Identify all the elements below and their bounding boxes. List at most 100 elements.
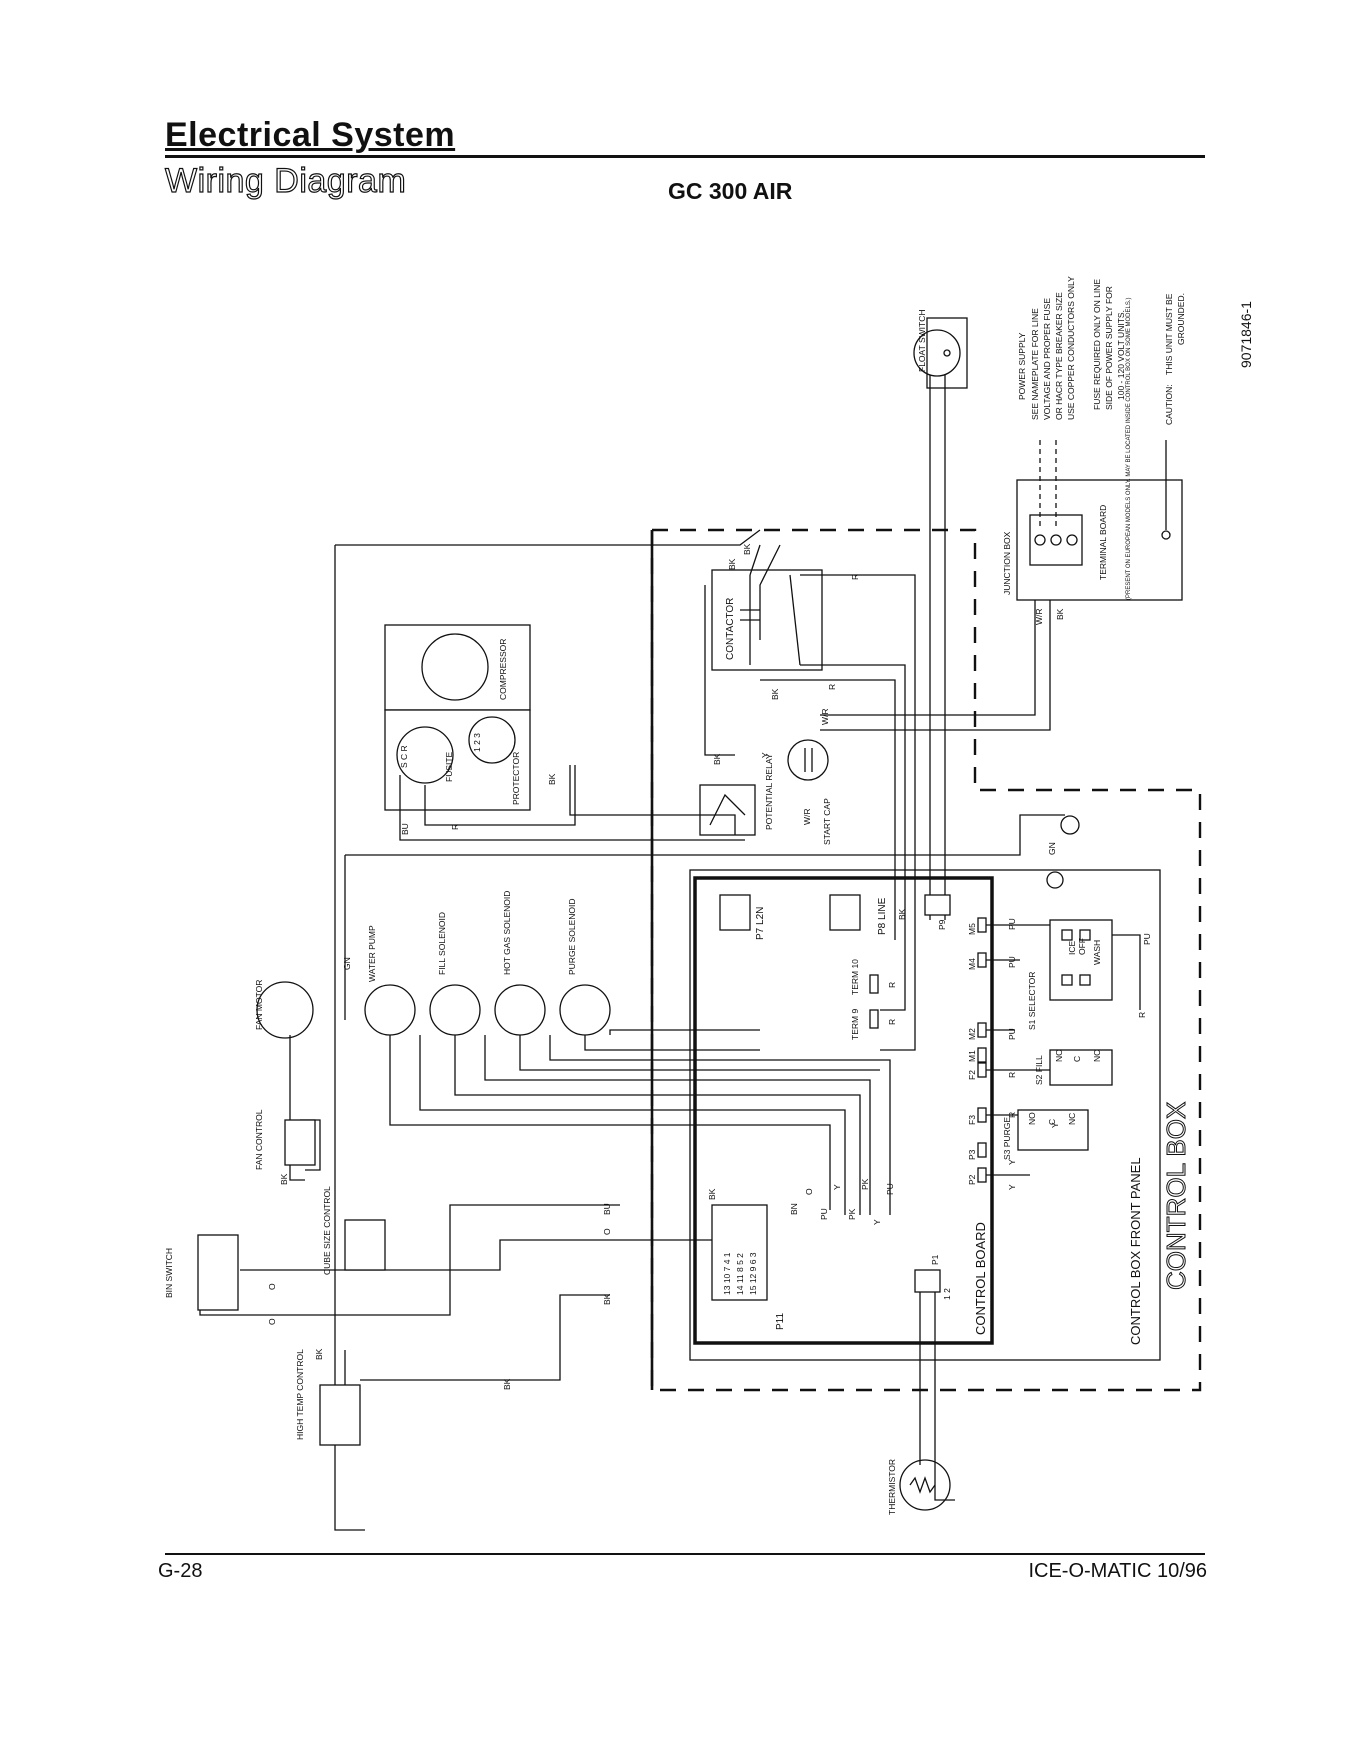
terminal-board-label: TERMINAL BOARD	[1098, 505, 1108, 580]
wire-tag-pk-2: PK	[860, 1178, 870, 1190]
wire-tag-o-4: O	[267, 1318, 277, 1325]
wire-tag-bk-8: BK	[707, 1188, 717, 1200]
p7-label: P7 L2N	[755, 907, 766, 940]
start-cap-label: START CAP	[822, 798, 832, 845]
compressor-block: FUSITE COMPRESSOR PROTECTOR S C R 1 2 3	[384, 624, 531, 811]
wire-tag-bk-10: BK	[502, 1378, 512, 1390]
page-subtitle: Wiring Diagram	[164, 161, 407, 200]
wire-tag-bk-7: BK	[897, 908, 907, 920]
power-supply-title: POWER SUPPLY	[1017, 332, 1027, 400]
wire-tag-bk-2: BK	[742, 543, 752, 555]
power-supply-line-4: USE COPPER CONDUCTORS ONLY	[1066, 276, 1076, 420]
power-supply-line-3: OR HACR TYPE BREAKER SIZE	[1054, 292, 1064, 420]
m2-label: M2	[967, 1028, 977, 1040]
wire-tag-r-5: R	[887, 1019, 897, 1025]
high-temp-control-label: HIGH TEMP CONTROL	[295, 1349, 305, 1440]
control-box-outline	[650, 528, 1202, 1392]
wire-tag-y-5: Y	[832, 1184, 842, 1190]
board-edge-connectors: M5 M4 M2 M1 F2 F3 P3 P2	[967, 917, 987, 1185]
wire-tag-r-2: R	[827, 684, 837, 690]
wire-tag-pu-3: PU	[1007, 1028, 1017, 1040]
wire-tag-y-3: Y	[1007, 1184, 1017, 1190]
s2-c-label: C	[1072, 1056, 1082, 1062]
f3-label: F3	[967, 1115, 977, 1125]
wire-tag-pu-2: PU	[1007, 956, 1017, 968]
p9-connector: P9	[924, 894, 951, 930]
s2-fill-label: S2 FILL	[1034, 1055, 1044, 1085]
fill-solenoid-label: FILL SOLENOID	[437, 912, 447, 975]
bin-switch: BIN SWITCH	[164, 1234, 239, 1311]
purge-solenoid-label: PURGE SOLENOID	[567, 898, 577, 975]
term9-label: TERM 9	[850, 1009, 860, 1040]
fan-control-label: FAN CONTROL	[254, 1109, 264, 1170]
control-board-label: CONTROL BOARD	[973, 1222, 988, 1335]
wire-tag-y-6: Y	[872, 1219, 882, 1225]
m4-label: M4	[967, 958, 977, 970]
m5-label: M5	[967, 923, 977, 935]
terminal-board-note: (PRESENT ON EUROPEAN MODELS ONLY. MAY BE…	[1126, 297, 1132, 600]
control-box-front-panel-label: CONTROL BOX FRONT PANEL	[1128, 1157, 1143, 1345]
footer-brand: ICE-O-MATIC 10/96	[1028, 1560, 1207, 1582]
wire-tag-r-6: R	[1007, 1072, 1017, 1078]
protector-symbol	[468, 716, 516, 764]
wire-tag-y-4: Y	[1050, 1122, 1060, 1128]
p8-connector: P8 LINE	[829, 894, 888, 935]
p11-connector: 13 10 7 4 1 14 11 8 5 2 15 12 9 6 3 P11	[711, 1204, 786, 1330]
fusite-pins-label: S C R	[399, 745, 409, 768]
thermistor-label: THERMISTOR	[887, 1459, 897, 1515]
wire-tag-pu-1: PU	[1007, 918, 1017, 930]
float-switch-label: FLOAT SWITCH	[917, 310, 927, 373]
p3-label: P3	[967, 1149, 977, 1160]
high-temp-control: HIGH TEMP CONTROL	[295, 1349, 361, 1446]
wire-tag-gn-1: GN	[342, 957, 352, 970]
wire-tag-bk-11: BK	[314, 1348, 324, 1360]
p9-label: P9	[937, 919, 947, 930]
wire-tag-pk-1: PK	[847, 1208, 857, 1220]
p1-pins-label: 1 2	[942, 1288, 952, 1300]
potential-relay: POTENTIAL RELAY	[699, 753, 774, 836]
s1-ice-label: ICE	[1067, 941, 1077, 956]
fan-control: FAN CONTROL	[254, 1109, 316, 1170]
wire-tag-r-3: R	[450, 824, 460, 830]
s3-nc-label: NC	[1067, 1113, 1077, 1125]
caution-label: CAUTION:	[1164, 384, 1174, 425]
p11-pins-row-2: 14 11 8 5 2	[735, 1253, 745, 1295]
wire-tag-bn-1: BN	[789, 1203, 799, 1215]
contactor: CONTACTOR	[711, 569, 823, 671]
wire-tag-bk-6: BK	[1055, 608, 1065, 620]
fan-motor: FAN MOTOR	[254, 980, 314, 1039]
water-pump: WATER PUMP	[364, 925, 416, 1036]
header-rule	[165, 155, 1205, 158]
protector-pins-label: 1 2 3	[472, 733, 482, 752]
float-switch: FLOAT SWITCH	[913, 310, 968, 389]
fill-solenoid: FILL SOLENOID	[429, 912, 481, 1036]
s1-off-label: OFF	[1077, 938, 1087, 955]
wire-tag-bk-9: BK	[602, 1293, 612, 1305]
start-cap: START CAP	[787, 739, 832, 845]
s1-selector-switch: ICE OFF WASH S1 SELECTOR	[1027, 919, 1113, 1030]
wire-tag-bu-2: BU	[602, 1203, 612, 1215]
p1-label: P1	[930, 1254, 940, 1265]
p2-label: P2	[967, 1174, 977, 1185]
potential-relay-label: POTENTIAL RELAY	[764, 753, 774, 830]
s3-no-label: NO	[1027, 1112, 1037, 1125]
s2-fill-switch: S2 FILL NO C NC	[1034, 1049, 1113, 1086]
caution-line-2: GROUNDED.	[1176, 293, 1186, 345]
model-name: GC 300 AIR	[668, 178, 793, 204]
s1-selector-label: S1 SELECTOR	[1027, 972, 1037, 1030]
wire-color-tags: BK BK R BK R W/R BK Y BK BU R W/R W/R BK…	[267, 543, 1152, 1390]
wire-tag-r-4: R	[887, 982, 897, 988]
wire-tag-bk-3: BK	[770, 688, 780, 700]
p11-pins-row-1: 13 10 7 4 1	[722, 1252, 732, 1295]
p7-connector: P7 L2N	[719, 894, 766, 940]
thermistor: THERMISTOR	[887, 1459, 951, 1515]
wire-tag-wr-2: W/R	[802, 808, 812, 825]
wire-tag-o-1: O	[804, 1188, 814, 1195]
hot-gas-solenoid: HOT GAS SOLENOID	[494, 891, 546, 1036]
wire-tag-r-7: R	[1007, 1112, 1017, 1118]
compressor-symbol	[421, 633, 489, 701]
fuse-line-3: 100 - 120 VOLT UNITS.	[1116, 310, 1126, 400]
wire-tag-bk-4: BK	[712, 753, 722, 765]
wire-tag-r-8: R	[1137, 1012, 1147, 1018]
fuse-line-2: SIDE OF POWER SUPPLY FOR	[1104, 286, 1114, 410]
